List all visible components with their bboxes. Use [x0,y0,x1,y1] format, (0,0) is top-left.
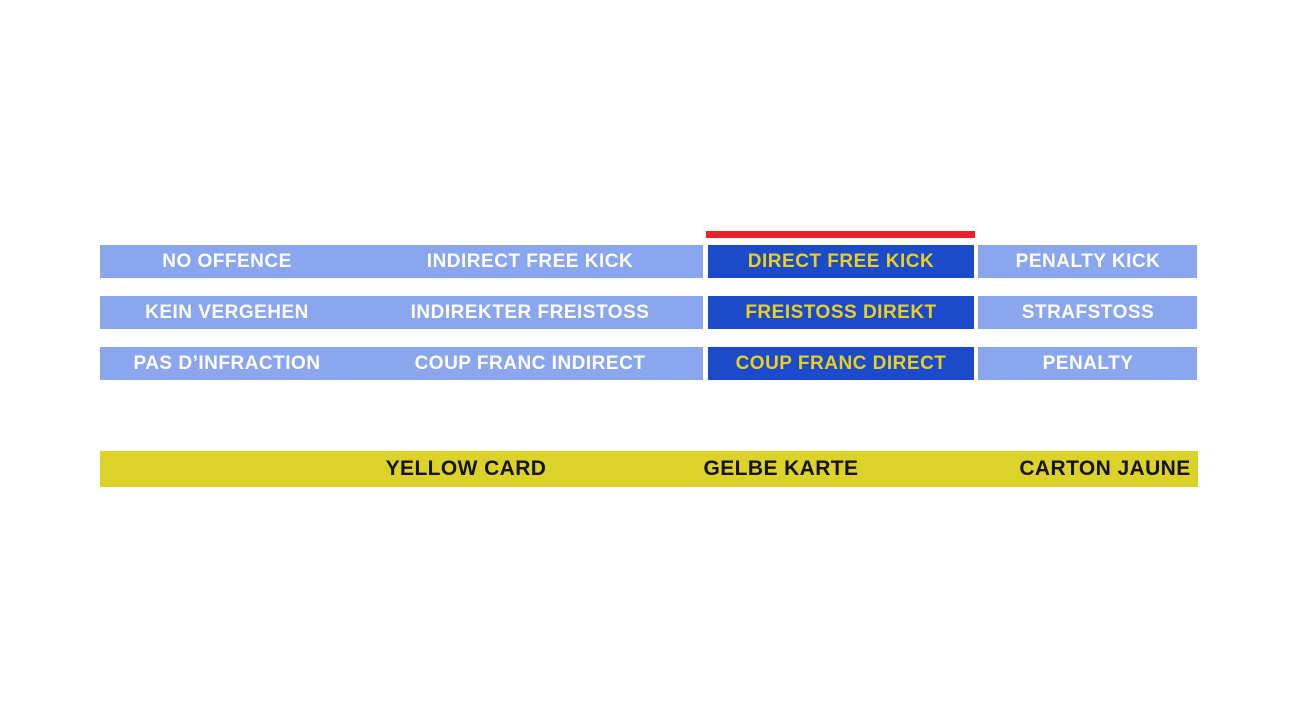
answer-option-direct-free-kick-selected[interactable]: DIRECT FREE KICK [708,245,974,278]
answer-option-strafstoss[interactable]: STRAFSTOSS [1021,301,1155,323]
yellow-card-bar[interactable]: YELLOW CARD GELBE KARTE CARTON JAUNE [100,451,1198,487]
answer-option-label: FREISTOSS DIREKT [745,301,937,323]
answer-option-coup-franc-direct-selected[interactable]: COUP FRANC DIRECT [708,347,974,380]
answer-option-coup-franc-indirect[interactable]: COUP FRANC INDIRECT [414,352,646,374]
answer-option-indirekter-freistoss[interactable]: INDIREKTER FREISTOSS [410,301,650,323]
answer-row-english: NO OFFENCE INDIRECT FREE KICK DIRECT FRE… [0,245,1290,278]
selected-column-indicator [706,231,975,238]
yellow-card-label-english: YELLOW CARD [385,457,547,480]
answer-option-penalty[interactable]: PENALTY [1042,352,1134,374]
answer-row-german: KEIN VERGEHEN INDIREKTER FREISTOSS FREIS… [0,296,1290,329]
answer-option-pas-d-infraction[interactable]: PAS D’INFRACTION [133,352,321,374]
answer-slab-right [978,296,1197,329]
answer-option-label: COUP FRANC DIRECT [735,352,947,374]
answer-slab-right [978,347,1197,380]
answer-option-penalty-kick[interactable]: PENALTY KICK [1015,250,1161,272]
answer-slab-left [100,245,703,278]
answer-row-french: PAS D’INFRACTION COUP FRANC INDIRECT COU… [0,347,1290,380]
yellow-card-label-french: CARTON JAUNE [1019,457,1191,480]
answer-option-kein-vergehen[interactable]: KEIN VERGEHEN [145,301,309,323]
answer-option-no-offence[interactable]: NO OFFENCE [162,250,292,272]
answer-slab-right [978,245,1197,278]
answer-option-freistoss-direkt-selected[interactable]: FREISTOSS DIREKT [708,296,974,329]
answer-option-indirect-free-kick[interactable]: INDIRECT FREE KICK [426,250,634,272]
answer-slab-left [100,296,703,329]
answer-slab-left [100,347,703,380]
answer-option-label: DIRECT FREE KICK [747,250,935,272]
yellow-card-label-german: GELBE KARTE [703,457,859,480]
